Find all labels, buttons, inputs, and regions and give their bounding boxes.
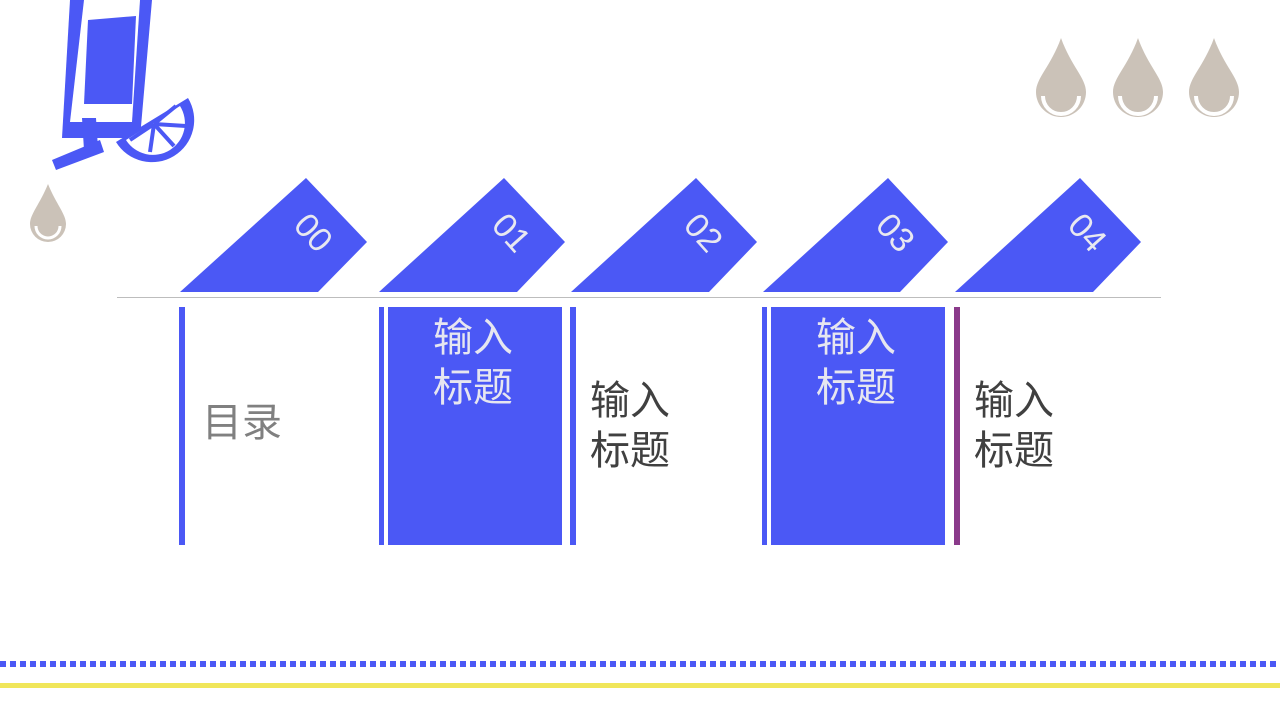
- section-title-line: 输入: [816, 315, 896, 361]
- tab-shapes: [180, 178, 1141, 292]
- tab-04-shape: [955, 178, 1141, 292]
- section-title-line: 标题: [974, 428, 1054, 474]
- water-drop-icon: [1189, 38, 1239, 117]
- section-title[interactable]: 输入 标题: [433, 313, 513, 413]
- section-title-line: 标题: [816, 365, 896, 411]
- section-title[interactable]: 目录: [202, 400, 282, 446]
- section-bar: [762, 307, 767, 545]
- tab-02-shape: [571, 178, 757, 292]
- tab-01-shape: [379, 178, 565, 292]
- section-title[interactable]: 输入 标题: [974, 376, 1054, 476]
- section-title-line: 标题: [590, 428, 670, 474]
- water-drop-icon: [1113, 38, 1163, 117]
- water-drop-icon: [30, 184, 66, 242]
- section-bar: [179, 307, 185, 545]
- divider-line: [117, 297, 1161, 298]
- section-title-line: 标题: [433, 365, 513, 411]
- section-title[interactable]: 输入 标题: [816, 313, 896, 413]
- yellow-border: [0, 683, 1280, 688]
- section-title-line: 输入: [590, 378, 670, 424]
- tab-03-shape: [763, 178, 948, 292]
- section-bar: [570, 307, 576, 545]
- section-panel[interactable]: [388, 307, 562, 545]
- section-title-line: 输入: [974, 378, 1054, 424]
- dotted-border: [0, 661, 1280, 667]
- water-drop-icon: [1036, 38, 1086, 117]
- section-bar: [379, 307, 384, 545]
- glass-with-lemon-icon: [52, 0, 195, 170]
- tab-00-shape: [180, 178, 367, 292]
- section-panel[interactable]: [771, 307, 945, 545]
- section-bar: [954, 307, 960, 545]
- section-title[interactable]: 输入 标题: [590, 376, 670, 476]
- section-title-line: 输入: [433, 315, 513, 361]
